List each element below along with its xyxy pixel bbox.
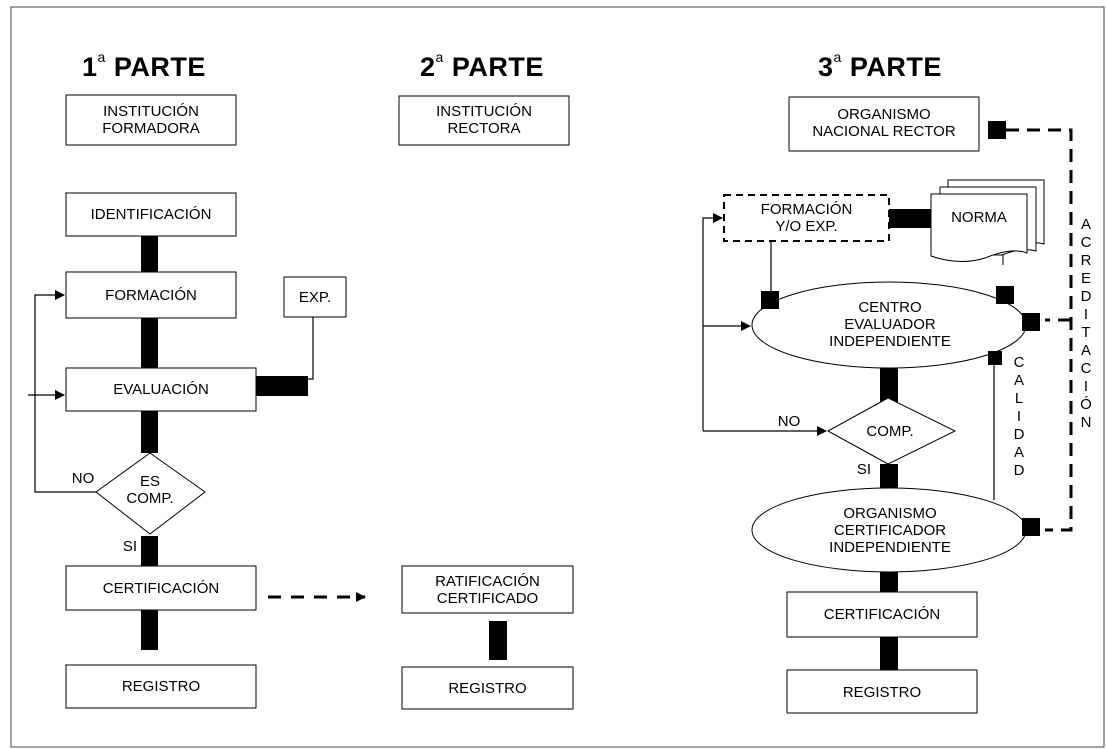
connector-square <box>761 291 779 309</box>
vertical-letter: C <box>1080 234 1092 251</box>
connector-bar <box>141 610 158 650</box>
vertical-letter: E <box>1080 270 1091 287</box>
connector-bar <box>141 318 158 368</box>
loop-line-no <box>34 290 96 493</box>
ellipse-organismo-certificador <box>751 487 1027 573</box>
header-ord: a <box>833 49 842 65</box>
header-part-1: 1a PARTE <box>82 49 206 83</box>
connector-bar <box>880 368 898 402</box>
connector-square <box>1022 518 1040 536</box>
connector-square <box>988 351 1002 365</box>
decision-comp <box>826 397 957 465</box>
box-exp <box>283 276 347 318</box>
vertical-letter: N <box>1080 414 1092 431</box>
vertical-letter: Ó <box>1080 396 1092 413</box>
vertical-letter: I <box>1083 378 1089 395</box>
vertical-letter: A <box>1080 342 1091 359</box>
connector-bar <box>880 637 898 670</box>
vertical-letter: A <box>1080 216 1091 233</box>
header-num: 3 <box>818 52 834 82</box>
header-word: PARTE <box>451 52 544 82</box>
vertical-letter: D <box>1013 426 1025 443</box>
vertical-letter: C <box>1080 360 1092 377</box>
vertical-letter: I <box>1083 306 1089 323</box>
connector-bar <box>489 621 507 660</box>
vertical-letter: L <box>1014 390 1024 407</box>
box-ratificacion <box>401 565 574 614</box>
box-registro-1 <box>65 664 257 709</box>
header-num: 2 <box>420 52 436 82</box>
connector-bar <box>141 536 158 566</box>
loop-line-formacion <box>702 213 723 431</box>
box-evaluacion <box>65 367 257 412</box>
box-registro-3 <box>786 669 978 714</box>
connector-square <box>988 121 1006 139</box>
decision-es-comp <box>95 452 206 535</box>
connector-square <box>996 286 1014 304</box>
vertical-letter: A <box>1013 444 1024 461</box>
box-organismo-rector <box>788 96 980 152</box>
box-institucion-rectora <box>398 95 570 146</box>
connector-bar <box>141 236 158 272</box>
vertical-letter: C <box>1013 354 1025 371</box>
connector-bar <box>141 411 158 453</box>
connector-bar <box>256 376 308 396</box>
vertical-letter: R <box>1080 252 1092 269</box>
box-formacion-exp <box>723 194 890 242</box>
header-part-2: 2a PARTE <box>420 49 544 83</box>
vertical-letter: I <box>1016 408 1022 425</box>
header-num: 1 <box>82 52 98 82</box>
vertical-letter: T <box>1081 324 1091 341</box>
box-formacion <box>65 271 237 319</box>
norma-document <box>930 193 1028 262</box>
header-word: PARTE <box>113 52 206 82</box>
connector-bar <box>889 209 931 228</box>
header-ord: a <box>435 49 444 65</box>
header-word: PARTE <box>849 52 942 82</box>
box-registro-2 <box>401 666 574 710</box>
box-certificacion-3 <box>786 591 978 638</box>
acreditacion-dashed-line <box>1006 128 1073 532</box>
connector-bar <box>880 572 898 592</box>
header-part-3: 3a PARTE <box>818 49 942 83</box>
vertical-letter: D <box>1080 288 1092 305</box>
page-border <box>10 6 1105 748</box>
header-ord: a <box>97 49 106 65</box>
box-identificacion <box>65 192 237 237</box>
vertical-letter: D <box>1013 462 1025 479</box>
connector-square <box>1022 313 1040 331</box>
box-certificacion <box>65 565 257 611</box>
ellipse-centro-evaluador <box>751 281 1027 369</box>
vertical-letter: A <box>1013 372 1024 389</box>
connector-bar <box>880 464 898 492</box>
box-institucion-formadora <box>65 94 237 146</box>
connector-line <box>308 317 314 380</box>
